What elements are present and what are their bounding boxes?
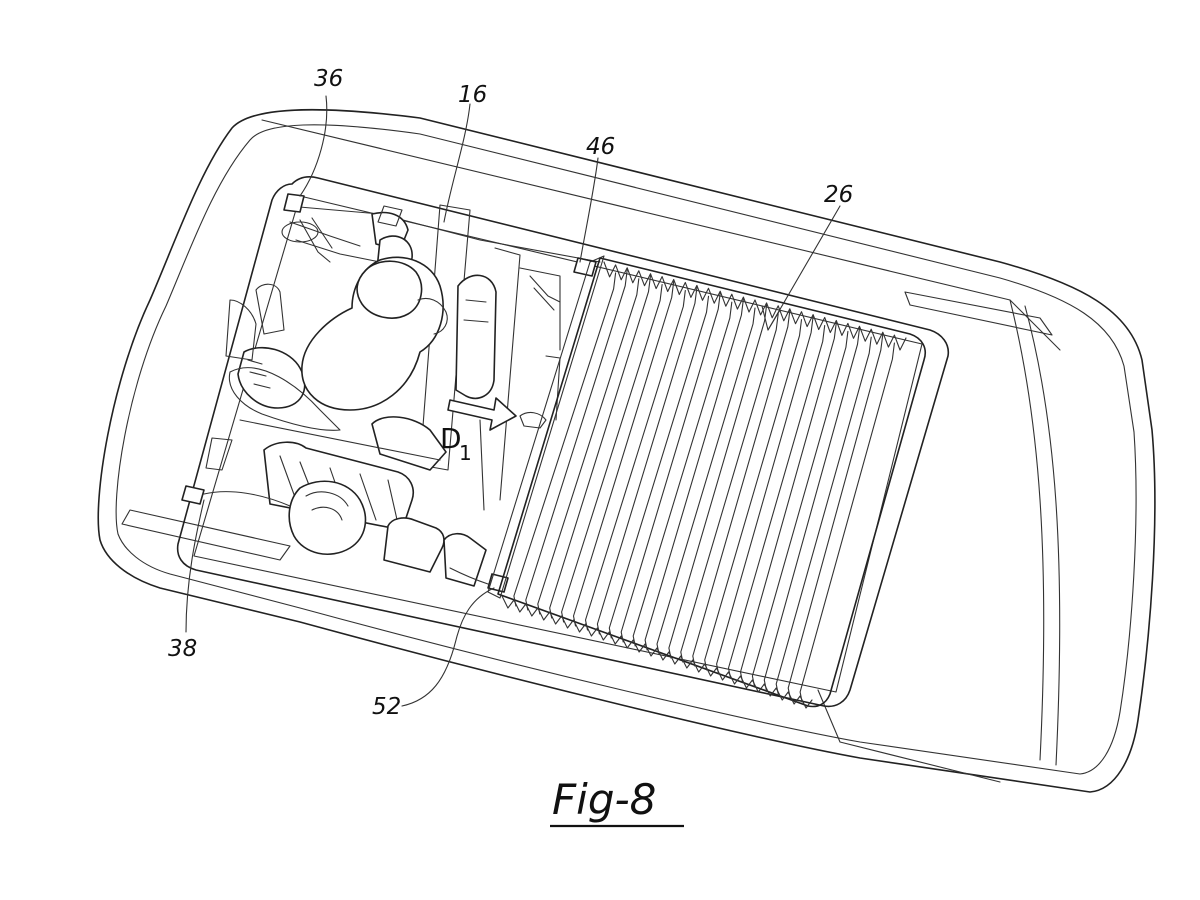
pleat-line xyxy=(656,307,756,655)
pleat-line xyxy=(680,313,779,663)
pleat-line xyxy=(608,295,710,639)
vehicle-body xyxy=(97,108,1156,793)
direction-subscript: 1 xyxy=(459,441,472,465)
direction-label: D xyxy=(440,422,462,455)
pleat-line xyxy=(751,330,849,687)
leader-lines xyxy=(185,95,841,707)
mount-38 xyxy=(181,485,205,505)
pleat-line xyxy=(549,275,652,619)
label-38: 38 xyxy=(168,636,197,662)
reference-numerals: 36 16 46 26 38 52 xyxy=(168,66,853,720)
pleat-line xyxy=(596,286,698,635)
pleat-line xyxy=(513,272,617,607)
pleated-cover xyxy=(487,255,926,709)
pleat-line xyxy=(572,280,675,627)
pleat-top-edge xyxy=(603,261,907,351)
vehicle-interior xyxy=(203,204,601,587)
pleat-line xyxy=(632,301,733,647)
pleat-line xyxy=(739,321,837,683)
label-36: 36 xyxy=(314,66,343,92)
pleat-line xyxy=(727,324,826,679)
pleat-line xyxy=(787,333,884,699)
mount-46 xyxy=(573,257,597,277)
pleat-bottom-edge xyxy=(501,595,813,709)
direction-arrow: D 1 xyxy=(440,397,517,465)
pleat-line xyxy=(763,327,861,691)
pleat-line xyxy=(716,316,814,675)
label-26: 26 xyxy=(824,182,853,208)
pleat-line xyxy=(537,278,640,615)
roof-opening xyxy=(176,176,950,708)
pleat-line xyxy=(584,289,686,631)
figure-caption: Fig-8 xyxy=(550,775,684,828)
label-52: 52 xyxy=(372,694,401,720)
pleat-line xyxy=(704,319,803,671)
label-46: 46 xyxy=(586,134,615,160)
cover-pleats xyxy=(501,261,907,709)
pleat-line xyxy=(775,336,872,695)
pleat-line xyxy=(525,269,628,611)
mount-36 xyxy=(283,193,305,213)
label-16: 16 xyxy=(458,82,487,108)
caption-text: Fig-8 xyxy=(552,775,656,824)
